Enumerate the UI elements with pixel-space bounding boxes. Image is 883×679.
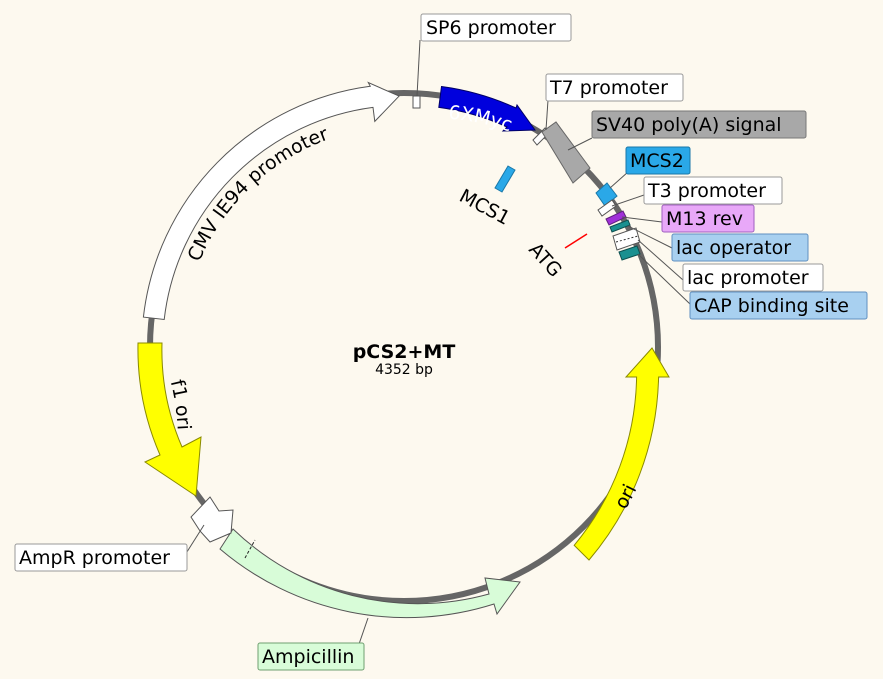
atg-marker[interactable] — [564, 233, 588, 249]
svg-text:MCS2: MCS2 — [630, 150, 684, 172]
plasmid-name: pCS2+MT — [353, 341, 456, 363]
cap-binding-marker[interactable] — [618, 245, 641, 261]
myc-tag-arrow[interactable] — [438, 85, 536, 132]
svg-text:Ampicillin: Ampicillin — [262, 646, 354, 668]
mcs1-label: MCS1 — [456, 185, 514, 230]
leader-lines — [184, 39, 691, 648]
sp6-label-box[interactable]: SP6 promoter — [420, 13, 572, 42]
cmv-promoter-arrow[interactable] — [142, 81, 400, 321]
mcs1-marker[interactable] — [494, 165, 516, 193]
lac-promoter-label-box[interactable]: lac promoter — [682, 263, 824, 292]
plasmid-size: 4352 bp — [375, 362, 433, 378]
ampr-promoter-label-box[interactable]: AmpR promoter — [14, 543, 188, 572]
svg-text:lac operator: lac operator — [676, 237, 791, 259]
ori-arrow[interactable] — [573, 347, 670, 561]
svg-text:T3 promoter: T3 promoter — [647, 180, 766, 202]
t7-label-box[interactable]: T7 promoter — [545, 73, 684, 102]
lac-operator-marker[interactable] — [609, 219, 631, 233]
sv40-label-box[interactable]: SV40 poly(A) signal — [591, 110, 807, 139]
svg-text:T7 promoter: T7 promoter — [549, 77, 668, 99]
m13-label-box[interactable]: M13 rev — [661, 204, 755, 233]
sv40-polyA-block[interactable] — [541, 121, 591, 184]
ampr-promoter-arrow[interactable] — [190, 496, 234, 543]
svg-text:lac promoter: lac promoter — [687, 267, 809, 289]
lac-operator-label-box[interactable]: lac operator — [671, 233, 809, 262]
ampicillin-dash — [244, 539, 256, 559]
svg-text:M13 rev: M13 rev — [666, 208, 743, 230]
sp6-marker[interactable] — [412, 95, 421, 109]
f1-ori-arrow[interactable] — [137, 342, 202, 497]
cap-label-box[interactable]: CAP binding site — [689, 291, 868, 320]
atg-label: ATG — [524, 239, 566, 282]
t3-marker[interactable] — [597, 199, 617, 217]
t3-label-box[interactable]: T3 promoter — [643, 176, 783, 205]
svg-text:SV40 poly(A) signal: SV40 poly(A) signal — [596, 114, 782, 136]
svg-text:AmpR promoter: AmpR promoter — [19, 547, 170, 569]
svg-text:SP6 promoter: SP6 promoter — [426, 17, 556, 39]
ampicillin-label-box[interactable]: Ampicillin — [257, 642, 365, 671]
svg-text:CAP binding site: CAP binding site — [694, 295, 849, 317]
ampicillin-arrow[interactable] — [219, 528, 521, 619]
mcs2-label-box[interactable]: MCS2 — [625, 146, 691, 175]
